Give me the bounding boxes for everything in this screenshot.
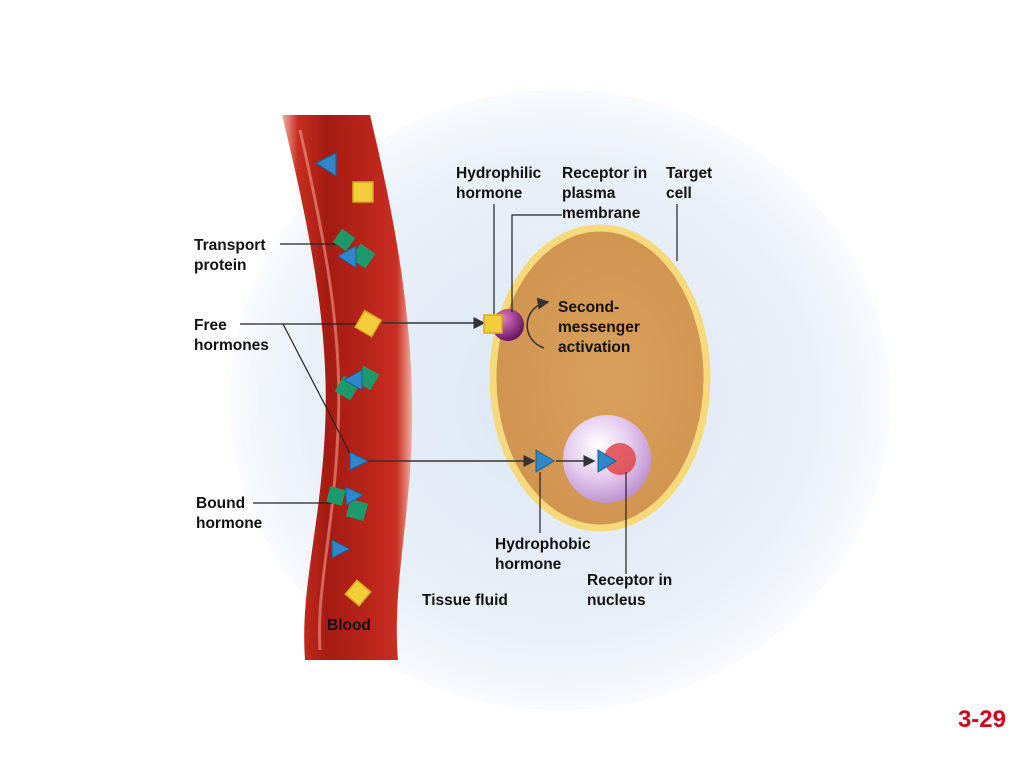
label-line: activation <box>558 339 631 356</box>
label-line: hormone <box>196 515 263 532</box>
slide-number: 3-29 <box>957 706 1006 733</box>
vessel-highlight <box>298 129 341 651</box>
label-line: Receptor in <box>562 165 648 182</box>
label-line: hormone <box>495 556 562 573</box>
transport-protein <box>334 365 380 401</box>
label-line: Second- <box>558 299 620 316</box>
second-messenger-label: Second- messenger activation <box>558 298 640 358</box>
bound-hormone-label: Bound hormone <box>196 494 262 534</box>
label-line: messenger <box>558 319 640 336</box>
receptor-nucleus-label: Receptor in nucleus <box>587 571 672 611</box>
label-line: plasma <box>562 185 616 202</box>
target-cell-label: Target cell <box>666 164 712 204</box>
hydrophobic-hormone <box>535 449 555 473</box>
label-line: Hydrophobic <box>495 536 591 553</box>
second-messenger-arrow <box>526 297 550 349</box>
nuclear-receptor <box>604 443 636 475</box>
label-line: protein <box>194 257 247 274</box>
transport-protein-label: Transport protein <box>194 236 265 276</box>
label-line: hormones <box>194 337 269 354</box>
receptor-plasma-membrane-label: Receptor in plasma membrane <box>562 164 647 224</box>
hydrophobic-hormone <box>331 539 352 559</box>
hydrophilic-hormone <box>352 181 374 203</box>
label-line: Transport <box>194 237 266 254</box>
leader-lines <box>240 204 678 574</box>
hydrophilic-hormone <box>344 579 372 607</box>
hydrophobic-hormone <box>314 152 337 177</box>
hydrophobic-hormone <box>597 449 617 473</box>
label-line: Hydrophilic <box>456 165 542 182</box>
label-line: Free <box>194 317 227 334</box>
free-hormones-label: Free hormones <box>194 316 269 356</box>
blood-label: Blood <box>327 616 371 636</box>
hydrophilic-hormone-label: Hydrophilic hormone <box>456 164 541 204</box>
transport-protein <box>332 228 376 269</box>
hydrophobic-hormone <box>349 451 370 471</box>
label-line: membrane <box>562 205 641 222</box>
label-line: cell <box>666 185 692 202</box>
label-line: nucleus <box>587 592 646 609</box>
hydrophilic-hormone <box>354 309 383 338</box>
hydrophobic-hormone-label: Hydrophobic hormone <box>495 535 591 575</box>
label-line: Blood <box>327 617 371 634</box>
transport-protein <box>326 486 369 522</box>
label-line: Target <box>666 165 713 182</box>
label-line: Receptor in <box>587 572 673 589</box>
label-line: Bound <box>196 495 246 512</box>
label-line: Tissue fluid <box>422 592 508 609</box>
tissue-fluid-label: Tissue fluid <box>422 591 508 611</box>
label-line: hormone <box>456 185 523 202</box>
hydrophilic-hormone <box>483 314 503 334</box>
